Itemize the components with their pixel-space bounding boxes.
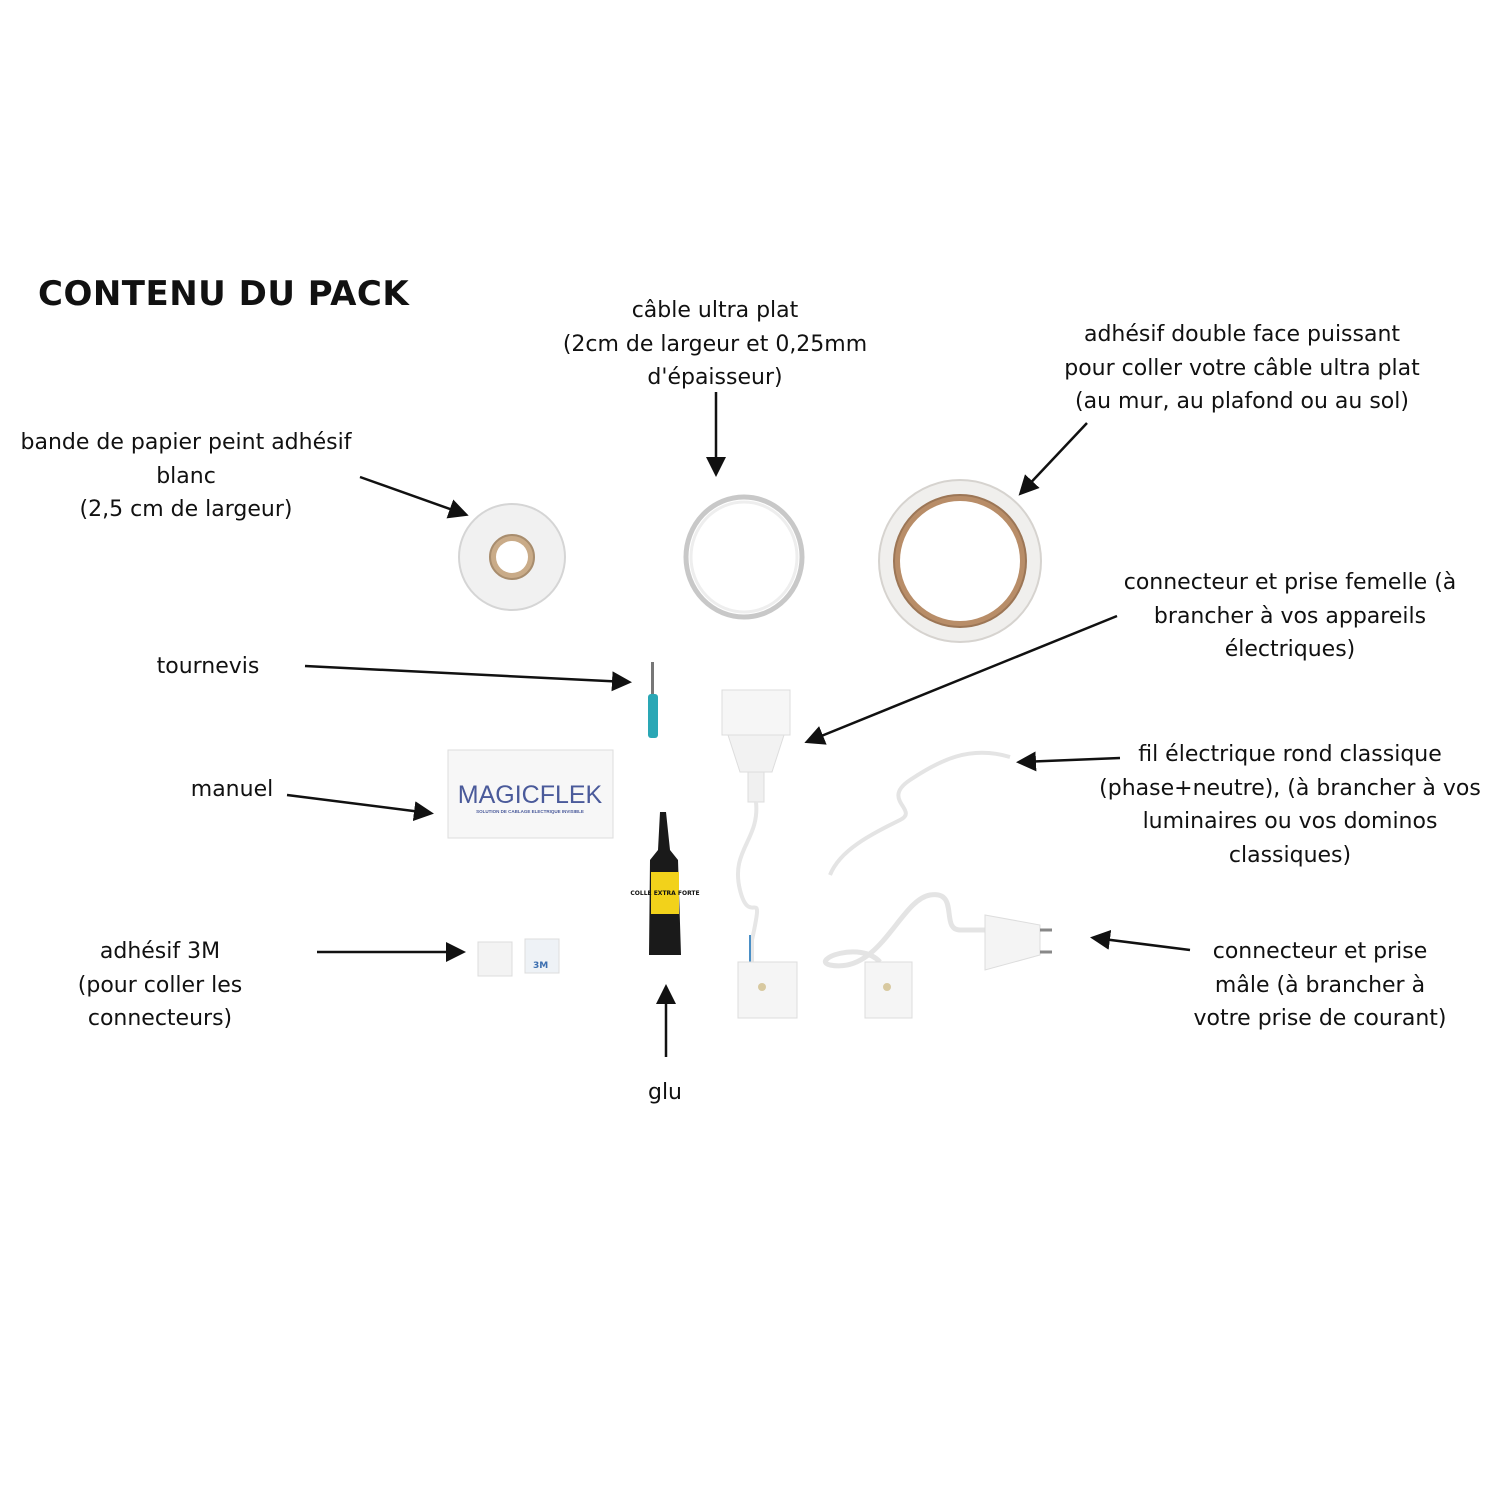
label-line: connecteurs) <box>87 1006 233 1031</box>
arrows <box>286 392 1191 1057</box>
label-line: (2cm de largeur et 0,25mm <box>562 331 868 357</box>
label-manual: manuel <box>191 773 273 807</box>
label-line: connecteur et prise femelle (à <box>1123 570 1457 595</box>
label-line: adhésif 3M <box>99 939 221 964</box>
glue-label: COLLE EXTRA FORTE <box>630 890 699 897</box>
label-line: luminaires ou vos dominos <box>1142 809 1438 834</box>
label-double-tape: adhésif double face puissant pour coller… <box>1064 318 1420 419</box>
label-line: (pour coller les <box>77 972 243 998</box>
3m-pads: 3M <box>477 938 560 977</box>
arrow-wire <box>1016 751 1121 772</box>
label-line: (phase+neutre), (à brancher à vos <box>1099 775 1481 801</box>
double-tape-roll <box>878 479 1042 643</box>
label-screwdriver: tournevis <box>157 650 260 684</box>
label-line: manuel <box>190 777 274 802</box>
label-line: (au mur, au plafond ou au sol) <box>1075 389 1409 414</box>
glue-tube: COLLE EXTRA FORTE <box>630 812 700 955</box>
label-line: adhésif double face puissant <box>1083 322 1401 347</box>
label-line: bande de papier peint adhésif <box>20 430 352 455</box>
label-line: câble ultra plat <box>631 298 799 323</box>
label-line: connecteur et prise <box>1212 939 1428 964</box>
round-wire <box>828 750 1011 876</box>
label-line: d'épaisseur) <box>647 365 783 390</box>
flat-cable-coil <box>683 494 805 620</box>
label-female-connector: connecteur et prise femelle (à brancher … <box>1124 566 1457 667</box>
arrow-double-tape <box>1018 422 1088 496</box>
label-line: votre prise de courant) <box>1193 1006 1447 1031</box>
arrow-paper-strip <box>359 475 469 519</box>
label-flat-cable: câble ultra plat (2cm de largeur et 0,25… <box>563 294 867 395</box>
label-line: classiques) <box>1228 842 1352 868</box>
label-male-connector: connecteur et prise mâle (à brancher à v… <box>1194 935 1447 1036</box>
label-line: mâle (à brancher à <box>1214 972 1426 998</box>
arrow-manual <box>286 793 434 822</box>
female-plug-assembly <box>721 689 798 1019</box>
label-3m-pads: adhésif 3M (pour coller les connecteurs) <box>78 935 242 1036</box>
page-title: CONTENU DU PACK <box>38 274 410 314</box>
manual-logo: MAGICFLEK <box>458 781 603 809</box>
paper-strip-roll <box>458 503 566 611</box>
label-line: (2,5 cm de largeur) <box>79 497 293 522</box>
label-wire: fil électrique rond classique (phase+neu… <box>1099 738 1481 872</box>
male-plug-assembly <box>822 892 1052 1019</box>
label-line: tournevis <box>156 654 260 679</box>
arrow-male <box>1090 929 1191 952</box>
label-line: fil électrique rond classique <box>1138 742 1442 767</box>
arrow-screwdriver <box>304 664 632 692</box>
label-line: pour coller votre câble ultra plat <box>1064 355 1420 381</box>
label-line: brancher à vos appareils <box>1153 603 1427 629</box>
label-paper-strip: bande de papier peint adhésif blanc (2,5… <box>21 426 352 527</box>
screwdriver <box>648 662 658 738</box>
label-line: blanc <box>156 463 216 489</box>
label-glue: glu <box>648 1076 682 1110</box>
arrow-female <box>804 614 1118 745</box>
manual-card: MAGICFLEK SOLUTION DE CABLAGE ELECTRIQUE… <box>447 749 614 839</box>
manual-tagline: SOLUTION DE CABLAGE ELECTRIQUE INVISIBLE <box>476 809 584 814</box>
svg-text:3M: 3M <box>533 961 548 971</box>
label-line: électriques) <box>1224 637 1356 662</box>
label-line: glu <box>647 1080 683 1105</box>
